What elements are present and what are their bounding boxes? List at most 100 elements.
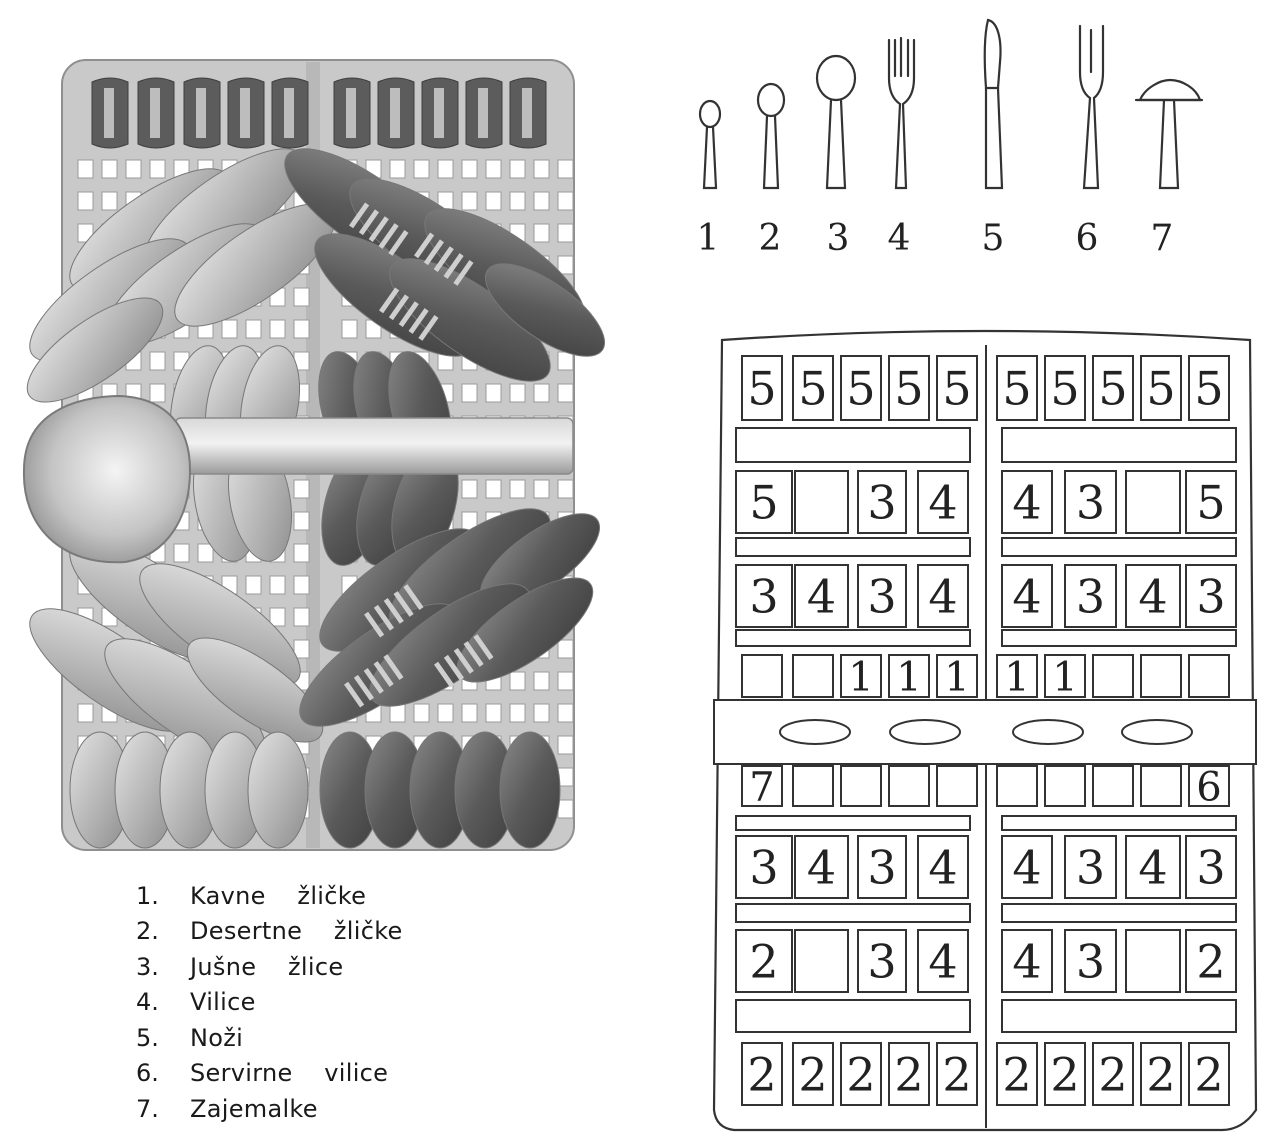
basket-hole xyxy=(462,384,477,402)
basket-hole xyxy=(510,704,525,722)
cutlery-icon-label: 5 xyxy=(982,218,1005,259)
scheme-slot-number: 2 xyxy=(1098,1048,1127,1102)
legend-text: Jušne žlice xyxy=(190,953,343,981)
legend-number: 2. xyxy=(136,917,190,945)
cutlery-icon-label: 3 xyxy=(827,218,850,259)
basket-hole xyxy=(294,512,309,530)
basket-hole xyxy=(558,736,573,754)
knife-handle-highlight xyxy=(150,88,160,138)
scheme-slot-number: 4 xyxy=(928,570,957,624)
scheme-slot-number: 2 xyxy=(1002,1048,1031,1102)
basket-hole xyxy=(150,384,165,402)
legend-text: Noži xyxy=(190,1024,243,1052)
ladle-handle xyxy=(175,418,573,474)
basket-hole xyxy=(246,576,261,594)
legend-text: Desertne žličke xyxy=(190,917,403,945)
scheme-slot-number: 4 xyxy=(807,841,836,895)
legend-text: Kavne žličke xyxy=(190,882,366,910)
basket-hole xyxy=(438,160,453,178)
scheme-slot-number: 2 xyxy=(749,935,778,989)
scheme-slot-number: 2 xyxy=(894,1048,923,1102)
scheme-slot-number: 4 xyxy=(1012,935,1041,989)
scheme-slot-number: 4 xyxy=(1138,841,1167,895)
cutlery-icon-label: 1 xyxy=(697,218,720,259)
fork-icon xyxy=(889,38,914,188)
scheme-slot-number: 3 xyxy=(867,841,896,895)
scheme-slot-number: 5 xyxy=(894,362,923,416)
scheme-slot-number: 2 xyxy=(1196,935,1225,989)
basket-hole xyxy=(462,160,477,178)
scheme-slot-number: 5 xyxy=(749,476,778,530)
basket-hole xyxy=(558,192,573,210)
basket-cutlery-piece xyxy=(500,732,560,848)
basket-hole xyxy=(126,160,141,178)
basket-hole xyxy=(486,160,501,178)
knife-handle-highlight xyxy=(346,88,356,138)
basket-hole xyxy=(294,480,309,498)
cutlery-icon-label: 2 xyxy=(759,218,782,259)
basket-hole xyxy=(558,352,573,370)
ladle-bowl xyxy=(24,396,190,562)
basket-hole xyxy=(342,320,357,338)
basket-hole xyxy=(558,256,573,274)
scheme-slot-number: 2 xyxy=(1146,1048,1175,1102)
basket-hole xyxy=(294,608,309,626)
scheme-slot-number: 1 xyxy=(1052,654,1077,700)
basket-hole xyxy=(294,576,309,594)
basket-hole xyxy=(486,192,501,210)
legend-item: 3.Jušne žlice xyxy=(136,949,403,985)
legend-number: 7. xyxy=(136,1095,190,1123)
scheme-slot-number: 5 xyxy=(846,362,875,416)
basket-hole xyxy=(558,224,573,242)
scheme-slot-number: 3 xyxy=(749,570,778,624)
basket-hole xyxy=(270,320,285,338)
scheme-slot-number: 5 xyxy=(942,362,971,416)
basket-hole xyxy=(558,800,573,818)
scheme-slot-number: 3 xyxy=(1076,570,1105,624)
basket-hole xyxy=(558,384,573,402)
basket-hole xyxy=(534,192,549,210)
legend-number: 3. xyxy=(136,953,190,981)
dessert-spoon-icon xyxy=(758,84,784,188)
basket-hole xyxy=(270,576,285,594)
basket-hole xyxy=(462,704,477,722)
basket-hole xyxy=(534,224,549,242)
knife-handle-highlight xyxy=(104,88,114,138)
cutlery-icon-label: 7 xyxy=(1151,218,1174,259)
basket-hole xyxy=(270,608,285,626)
legend-item: 1.Kavne žličke xyxy=(136,878,403,914)
basket-hole xyxy=(534,480,549,498)
scheme-slot-number: 5 xyxy=(1146,362,1175,416)
knife-handle-highlight xyxy=(478,88,488,138)
legend-number: 4. xyxy=(136,988,190,1016)
basket-hole xyxy=(534,160,549,178)
legend-number: 6. xyxy=(136,1059,190,1087)
scheme-slot-number: 2 xyxy=(798,1048,827,1102)
basket-hole xyxy=(78,160,93,178)
knife-icon xyxy=(985,20,1002,188)
knife-handle-highlight xyxy=(522,88,532,138)
legend-item: 7.Zajemalke xyxy=(136,1091,403,1127)
legend-item: 4.Vilice xyxy=(136,985,403,1021)
cutlery-icon-label: 4 xyxy=(888,218,911,259)
scheme-slot-number: 5 xyxy=(1050,362,1079,416)
basket-hole xyxy=(414,160,429,178)
basket-hole xyxy=(462,192,477,210)
scheme-slot-number: 5 xyxy=(747,362,776,416)
scheme-slot-number: 2 xyxy=(1050,1048,1079,1102)
basket-hole xyxy=(558,704,573,722)
basket-hole xyxy=(486,704,501,722)
basket-hole xyxy=(198,544,213,562)
legend-number: 5. xyxy=(136,1024,190,1052)
scheme-slot-number: 5 xyxy=(1194,362,1223,416)
basket-hole xyxy=(390,160,405,178)
scheme-slot-number: 2 xyxy=(846,1048,875,1102)
scheme-slot-number: 5 xyxy=(1196,476,1225,530)
knife-handle-highlight xyxy=(390,88,400,138)
scheme-slot-number: 2 xyxy=(1194,1048,1223,1102)
basket-hole xyxy=(150,352,165,370)
basket-hole xyxy=(150,160,165,178)
scheme-slot-number: 7 xyxy=(749,764,774,810)
